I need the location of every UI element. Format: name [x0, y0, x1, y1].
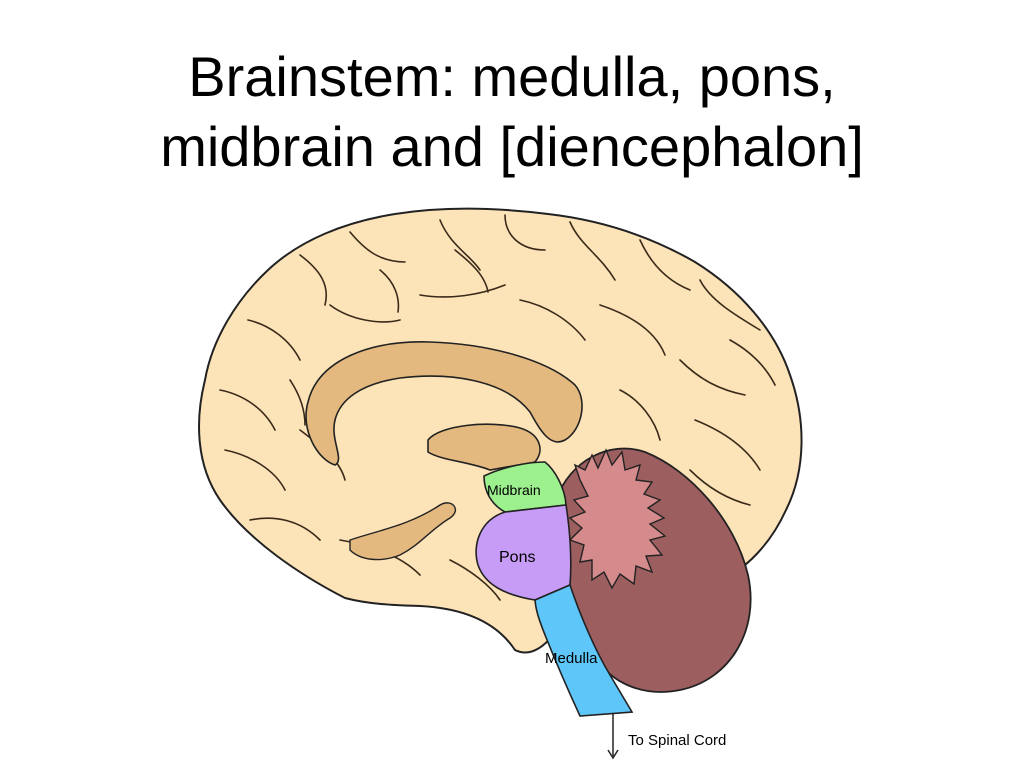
pons-region [475, 504, 572, 601]
temporal-lobe-accent [349, 502, 456, 561]
label-pons: Pons [499, 549, 535, 566]
arbor-vitae [568, 448, 667, 590]
label-midbrain: Midbrain [487, 482, 541, 498]
spinal-cord-arrow [607, 714, 619, 760]
sulci-lines [219, 214, 776, 601]
midbrain-region [483, 461, 567, 513]
slide-title: Brainstem: medulla, pons, midbrain and [… [0, 42, 1024, 182]
label-medulla: Medulla [545, 650, 598, 667]
diencephalon [427, 423, 541, 471]
title-line-2: midbrain and [diencephalon] [160, 115, 864, 178]
title-line-1: Brainstem: medulla, pons, [188, 45, 836, 108]
corpus-callosum [305, 341, 583, 466]
label-to-spinal-cord: To Spinal Cord [628, 732, 726, 749]
medulla-region [534, 583, 634, 717]
